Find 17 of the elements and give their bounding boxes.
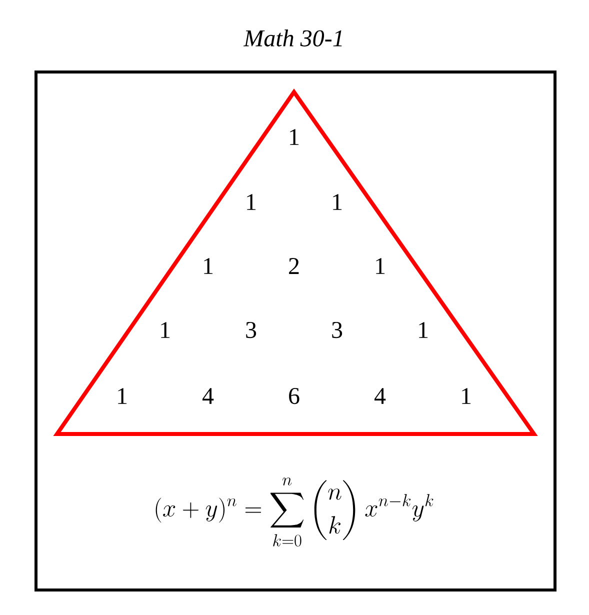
number: 3 [246,322,256,338]
number: 1 [290,129,299,145]
number: 1 [118,388,127,404]
number: 2 [289,258,299,274]
number: 1 [204,258,213,274]
number: 1 [462,388,471,404]
number: 6 [289,388,300,404]
number: 1 [247,194,256,210]
formula: $(x+y)^n=\sum_{k=0}^{n}\binom{n}{k}\,x^{n-k}y^{k}$ [156,478,434,546]
number: 4 [202,388,214,404]
number: 1 [376,258,385,274]
number: 1 [419,322,428,338]
number: 3 [332,322,342,338]
title: Math 30-1 [243,30,342,46]
number: 1 [333,194,342,210]
number: 4 [374,388,386,404]
number: 1 [161,322,170,338]
